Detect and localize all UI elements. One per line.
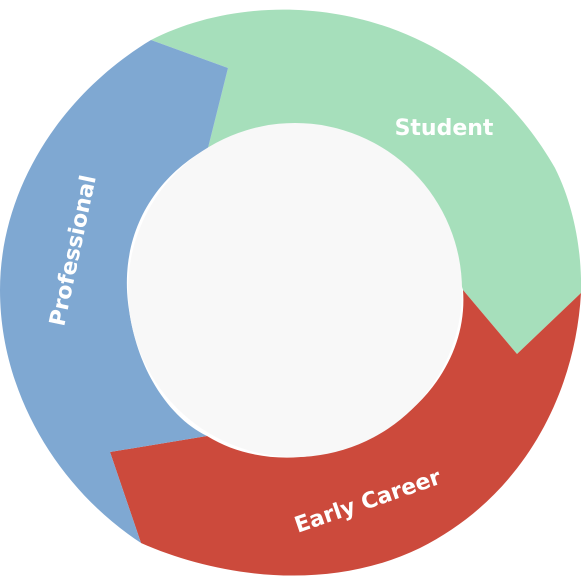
segment-professional	[0, 40, 228, 543]
segment-label-student: Student	[395, 116, 494, 141]
center-circle	[128, 123, 462, 457]
segment-early-career	[110, 290, 581, 576]
segment-student	[151, 9, 581, 354]
